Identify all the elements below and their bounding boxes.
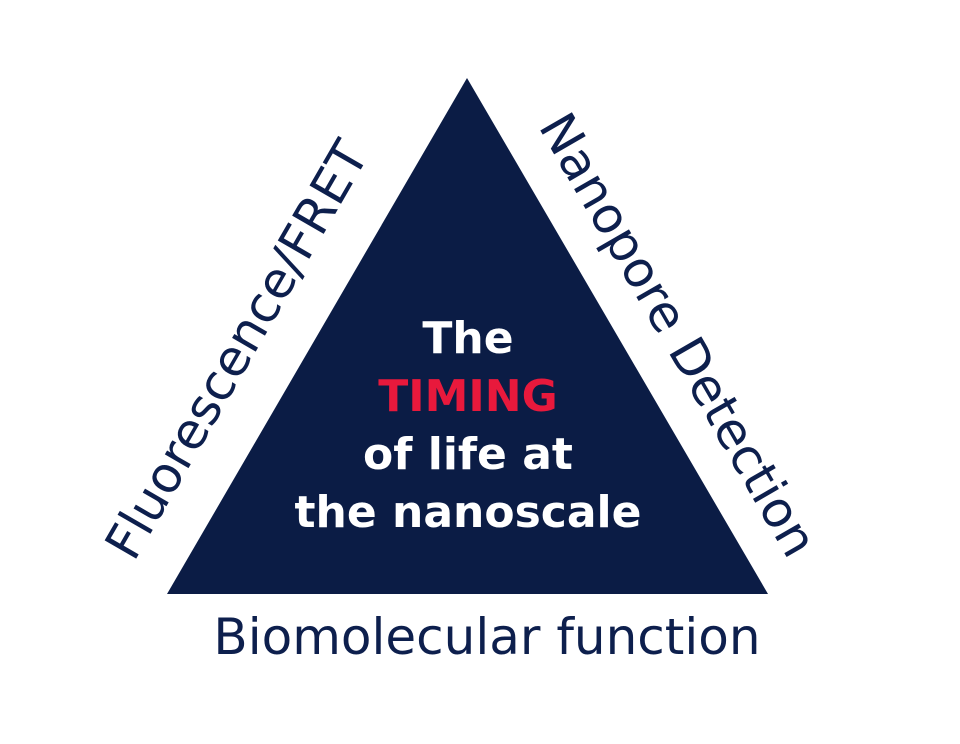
center-caption: The TIMING of life at the nanoscale [268,310,668,542]
central-triangle [167,78,768,594]
center-caption-line-1: The [422,313,514,364]
center-caption-line-3: of life at [363,429,573,480]
bottom-edge-label: Biomolecular function [213,608,761,666]
center-caption-line-4: the nanoscale [294,487,642,538]
center-caption-highlight: TIMING [378,371,558,422]
